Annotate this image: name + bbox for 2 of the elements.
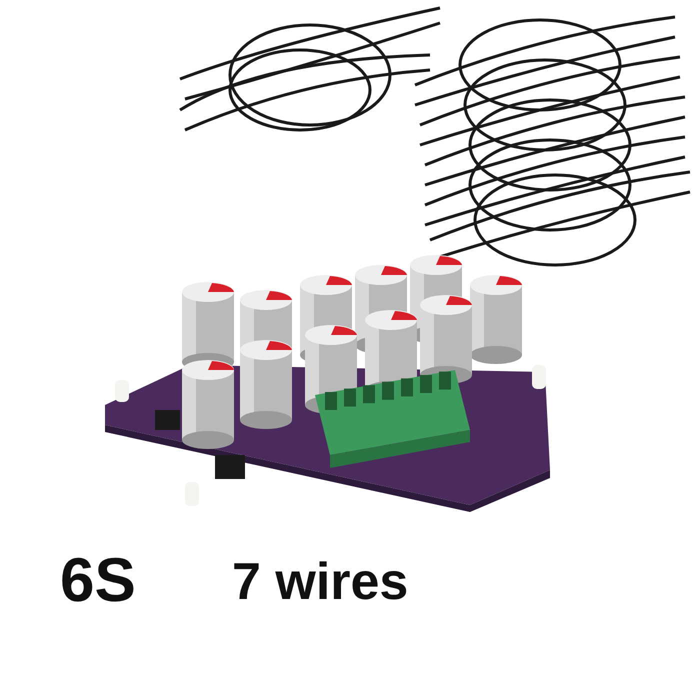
board-caption: 6S: [60, 550, 136, 612]
board-caption: 7 wires: [232, 556, 408, 608]
